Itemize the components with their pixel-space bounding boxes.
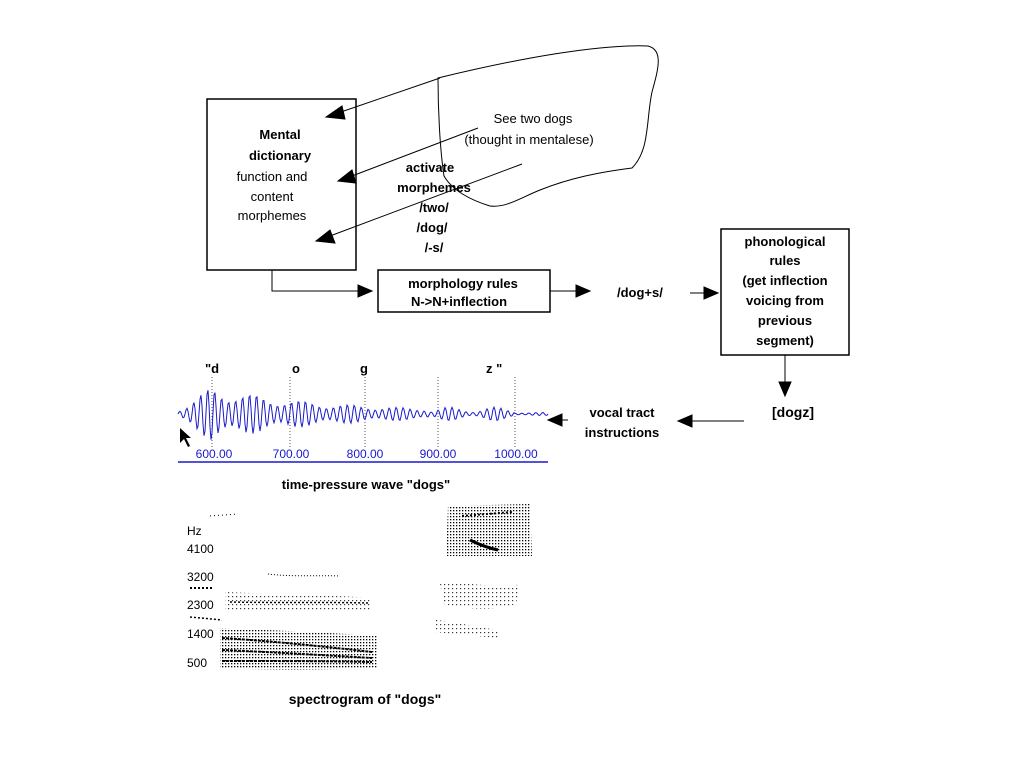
vocal-tract-instructions: vocal tract instructions — [585, 405, 659, 440]
spectrogram-panel: Hz 4100 3200 2300 1400 500 spec — [187, 504, 532, 707]
phonological-line-5: previous — [758, 313, 812, 328]
segment-label-g: g — [360, 361, 368, 376]
mental-dictionary-title-1: Mental — [259, 127, 300, 142]
activate-line-1: activate — [406, 160, 454, 175]
arrow-output-to-phonological — [690, 286, 720, 300]
segment-label-z: z " — [486, 361, 502, 376]
arrow-phonetic-to-vocal-tract — [676, 414, 744, 428]
freq-label-500: 500 — [187, 656, 207, 670]
wave-tick-0: 600.00 — [196, 447, 233, 461]
freq-label-3200: 3200 — [187, 570, 214, 584]
phonological-line-1: phonological — [745, 234, 826, 249]
mental-dictionary-box — [206, 98, 357, 271]
activate-line-4: /dog/ — [416, 220, 447, 235]
vocal-tract-line-2: instructions — [585, 425, 659, 440]
waveform-caption: time-pressure wave "dogs" — [282, 477, 450, 492]
phonological-line-2: rules — [769, 253, 800, 268]
arrow-thought-to-dictionary-2 — [336, 127, 479, 184]
waveform-trace — [177, 390, 549, 440]
phonological-line-6: segment) — [756, 333, 814, 348]
arrow-phonological-to-phonetic — [778, 355, 792, 398]
wave-tick-4: 1000.00 — [494, 447, 538, 461]
output-form: /dog+s/ — [617, 285, 663, 300]
activate-line-2: morphemes — [397, 180, 471, 195]
arrow-morphology-to-output — [550, 284, 592, 298]
spectrogram-energy — [189, 504, 532, 670]
activate-line-3: /two/ — [419, 200, 449, 215]
activate-morphemes-text: activate morphemes /two/ /dog/ /-s/ — [397, 160, 471, 255]
wave-tick-2: 800.00 — [347, 447, 384, 461]
morphology-line-1: morphology rules — [408, 276, 518, 291]
freq-label-1400: 1400 — [187, 627, 214, 641]
mental-dictionary-title-2: dictionary — [249, 148, 312, 163]
arrow-thought-to-dictionary — [324, 77, 441, 120]
spectrogram-caption: spectrogram of "dogs" — [289, 691, 442, 707]
arrow-dictionary-to-morphology — [271, 270, 374, 298]
phonological-line-4: voicing from — [746, 293, 824, 308]
cursor-pointer-icon — [180, 428, 191, 447]
waveform-panel: "d o g z " 600.00 700.00 800.00 900.00 1… — [177, 361, 549, 492]
segment-label-d: "d — [205, 361, 219, 376]
thought-line-2: (thought in mentalese) — [464, 132, 593, 147]
thought-line-1: See two dogs — [494, 111, 573, 126]
freq-label-2300: 2300 — [187, 598, 214, 612]
arrow-vocal-tract-to-waveform — [546, 413, 568, 427]
wave-tick-1: 700.00 — [273, 447, 310, 461]
segment-label-o: o — [292, 361, 300, 376]
phonetic-form: [dogz] — [772, 404, 814, 420]
thought-bubble — [437, 45, 659, 207]
mental-dictionary-line-3: function and — [237, 169, 308, 184]
spectrogram-unit: Hz — [187, 524, 202, 538]
freq-label-4100: 4100 — [187, 542, 214, 556]
mental-dictionary-line-5: morphemes — [238, 208, 307, 223]
waveform-gridlines — [211, 377, 516, 448]
activate-line-5: /-s/ — [425, 240, 444, 255]
wave-tick-3: 900.00 — [420, 447, 457, 461]
arrow-activate-to-dictionary — [314, 163, 523, 244]
morphology-line-2: N->N+inflection — [411, 294, 507, 309]
phonological-line-3: (get inflection — [742, 273, 827, 288]
mental-dictionary-line-4: content — [251, 189, 294, 204]
vocal-tract-line-1: vocal tract — [589, 405, 655, 420]
